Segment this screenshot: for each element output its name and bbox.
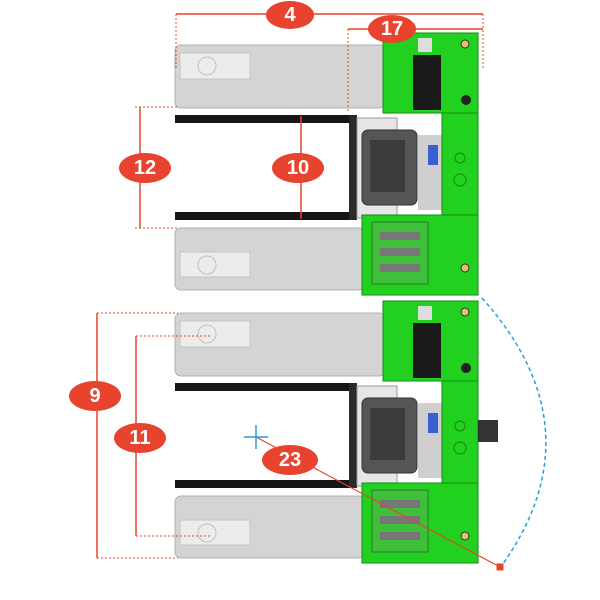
badge-chassis-length: 17 bbox=[368, 15, 416, 43]
badge-turning-width: 9 bbox=[69, 381, 121, 411]
svg-text:12: 12 bbox=[134, 157, 156, 179]
drive-wheel bbox=[478, 420, 498, 442]
svg-text:4: 4 bbox=[284, 4, 296, 26]
badge-overall-width: 12 bbox=[119, 153, 171, 183]
badge-fork-spread: 10 bbox=[272, 153, 324, 183]
badge-turning-radius: 23 bbox=[262, 445, 318, 475]
svg-text:17: 17 bbox=[381, 18, 403, 40]
pivot-crosshair-icon bbox=[244, 425, 268, 449]
svg-text:10: 10 bbox=[287, 157, 309, 179]
svg-text:23: 23 bbox=[279, 449, 301, 471]
truck-turning-view bbox=[174, 300, 479, 564]
turning-arc bbox=[481, 297, 547, 569]
badge-outer-fork-width: 11 bbox=[114, 423, 166, 453]
badge-overall-length: 4 bbox=[266, 1, 314, 29]
truck-top-view bbox=[174, 32, 479, 296]
svg-text:11: 11 bbox=[129, 427, 150, 449]
svg-text:9: 9 bbox=[89, 385, 100, 407]
dimension-badges: 4 17 12 10 9 11 23 bbox=[69, 1, 416, 475]
